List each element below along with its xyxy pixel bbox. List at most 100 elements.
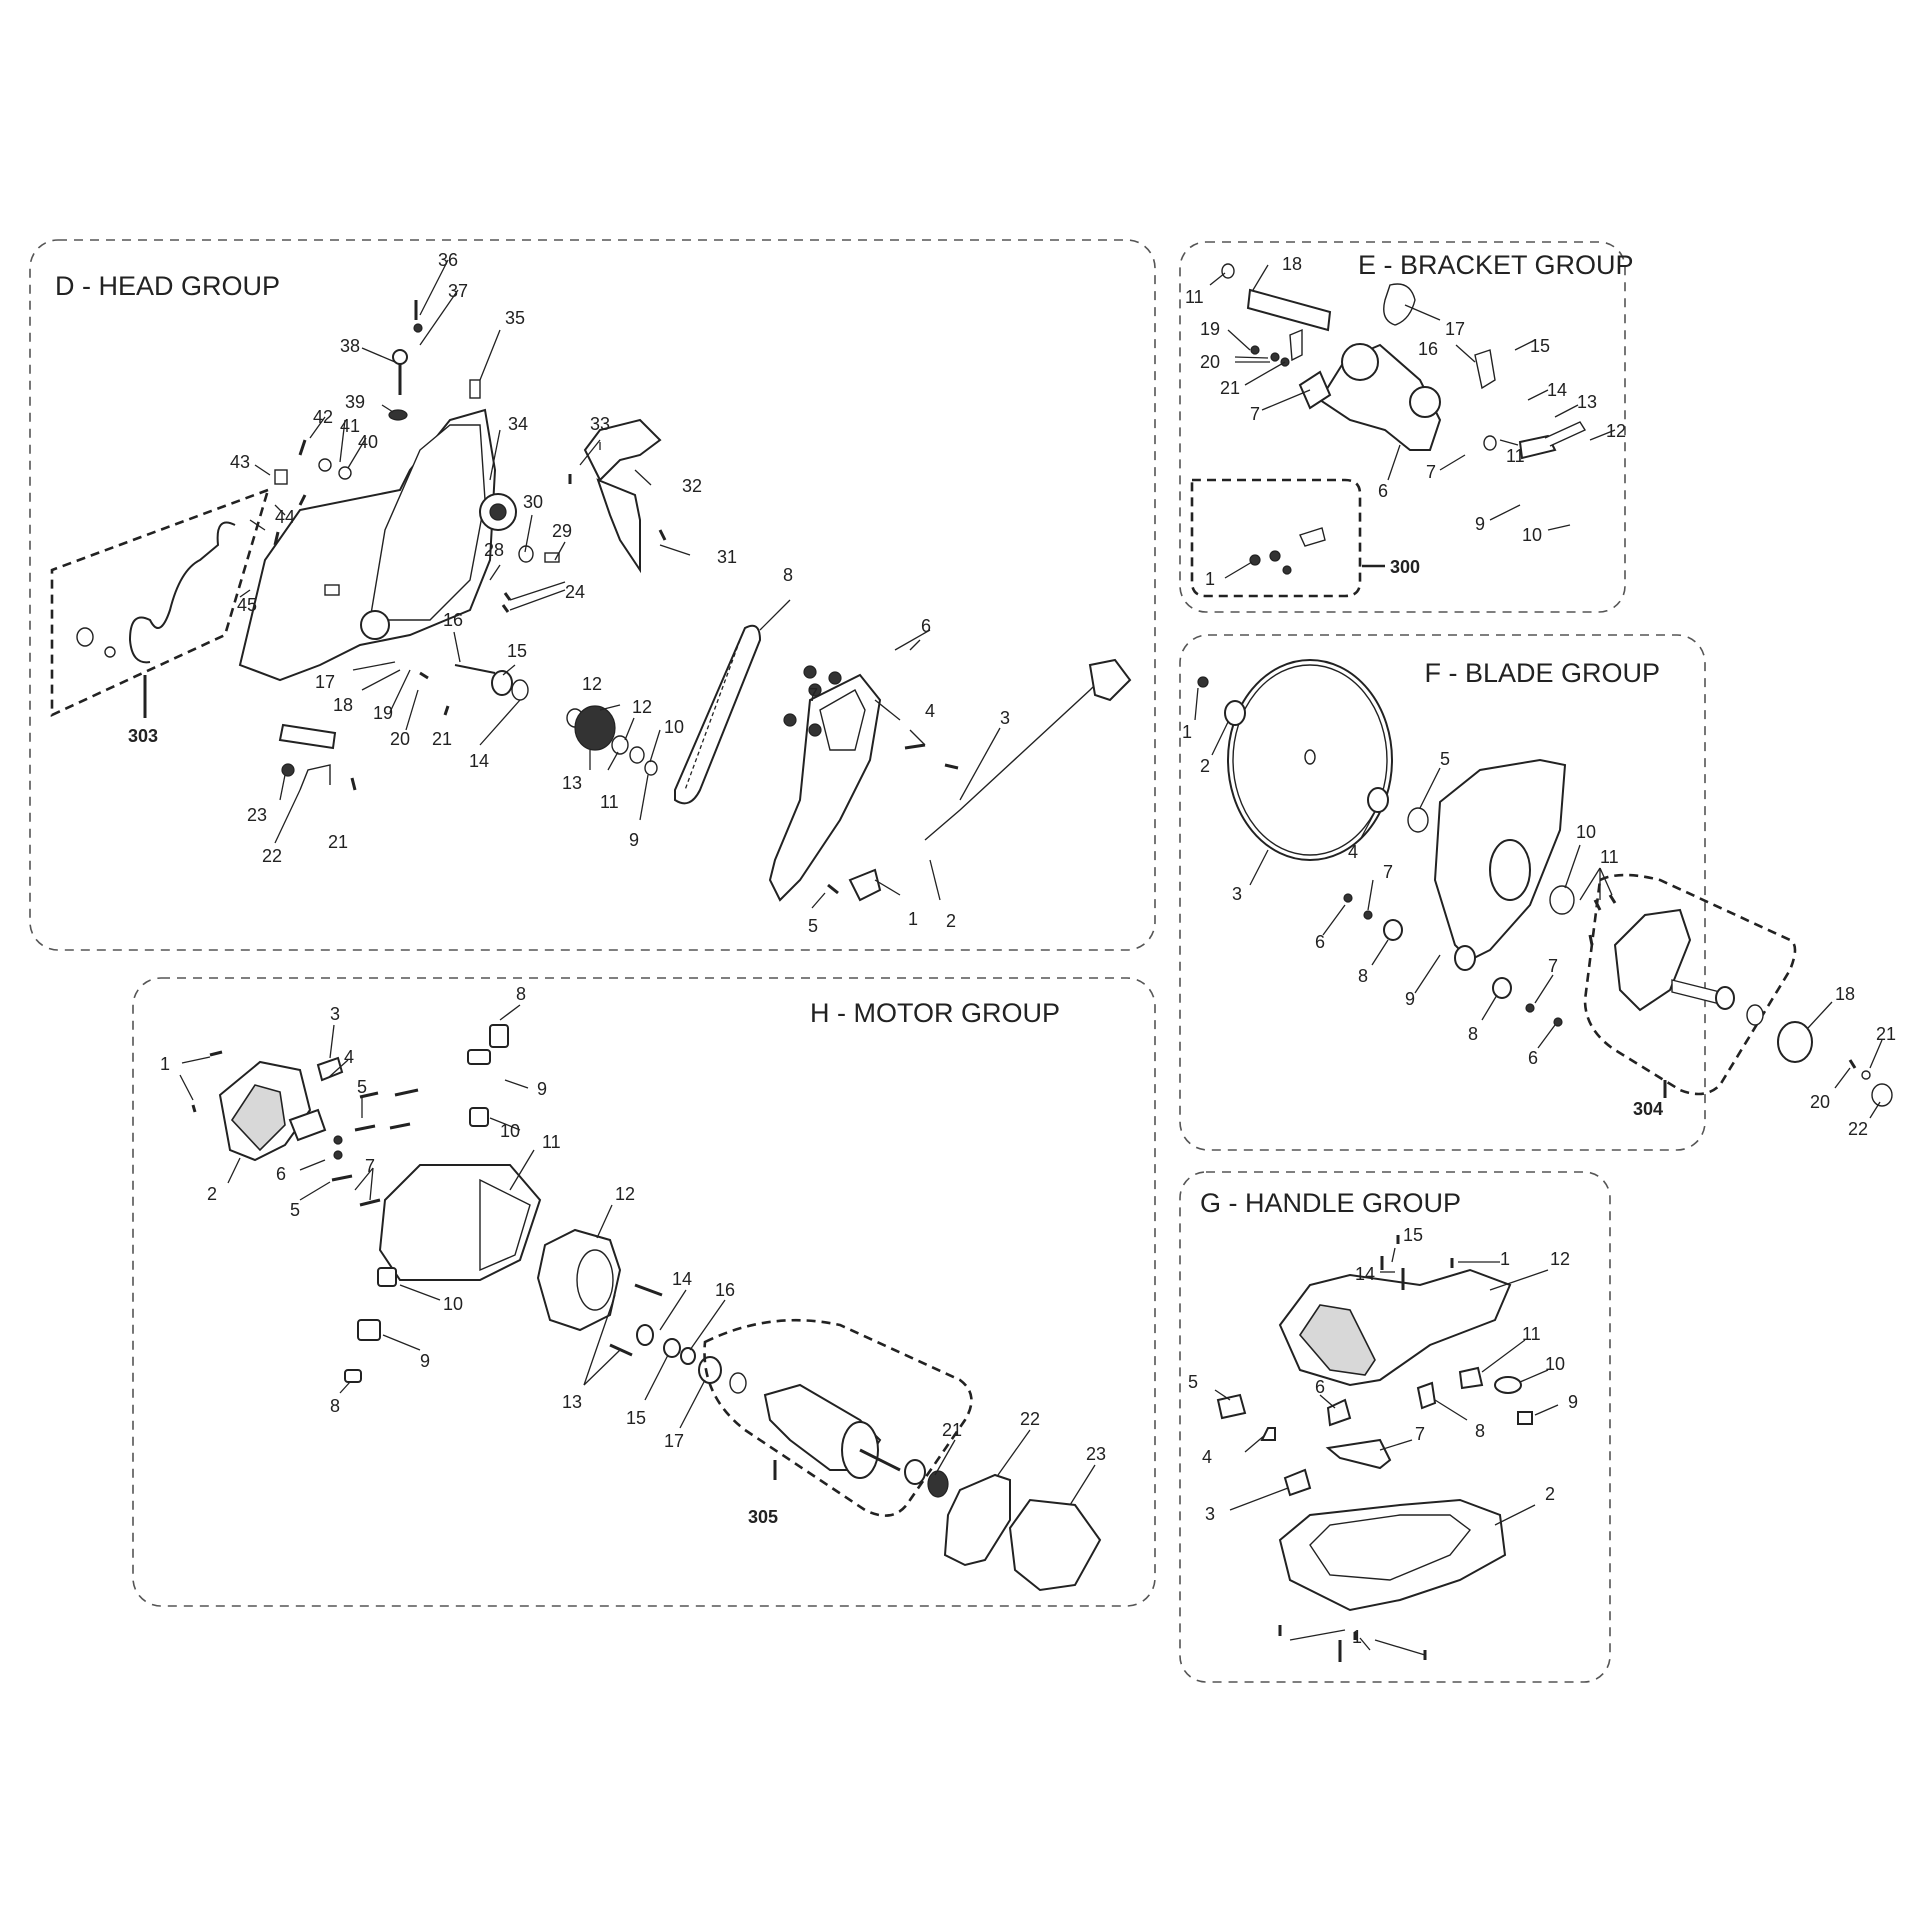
callout-40: 40 [358, 432, 378, 452]
callout-6b: 6 [1528, 1048, 1538, 1068]
callout-1: 1 [908, 909, 918, 929]
bracket-block-part [1298, 370, 1332, 410]
callout-1: 1 [1182, 722, 1192, 742]
callout-11: 11 [1185, 287, 1204, 307]
stator-bore-part [576, 1249, 614, 1311]
callout-12: 12 [1550, 1249, 1570, 1269]
brush-spring-part [377, 1267, 397, 1287]
callout-21: 21 [1220, 378, 1240, 398]
handle-group-callouts: 15 14 1 12 11 10 9 5 6 8 4 7 3 2 1 [1188, 1225, 1578, 1647]
callout-12: 12 [615, 1184, 635, 1204]
bearing-part [698, 1356, 722, 1384]
callout-8: 8 [783, 565, 793, 585]
callout-4: 4 [925, 701, 935, 721]
washer-part [611, 735, 629, 755]
capacitor-part [288, 1108, 327, 1142]
handle-interior-part [1309, 1514, 1471, 1581]
callout-21: 21 [1876, 1024, 1896, 1044]
callout-17: 17 [315, 672, 335, 692]
head-group-callouts: 36 37 38 35 39 42 41 40 43 44 45 34 33 3… [230, 250, 1010, 936]
callout-30: 30 [523, 492, 543, 512]
callout-2: 2 [1545, 1484, 1555, 1504]
callout-8b: 8 [330, 1396, 340, 1416]
led-part [1494, 1376, 1522, 1394]
subassembly-304-frame [1583, 873, 1797, 1096]
callout-33: 33 [590, 414, 610, 434]
callout-3: 3 [330, 1004, 340, 1024]
washer-part [663, 1338, 681, 1358]
callout-23: 22 [262, 846, 282, 866]
motor-group-title: H - MOTOR GROUP [810, 998, 1060, 1028]
brush-part [344, 1369, 362, 1383]
bearing-part [927, 1470, 949, 1498]
blade-group-frame [1179, 634, 1706, 1151]
brush-spring-part [469, 1107, 489, 1127]
subassembly-303-label: 303 [128, 726, 158, 746]
callout-6: 6 [921, 616, 931, 636]
callout-4: 4 [1348, 842, 1358, 862]
callout-12: 12 [1606, 421, 1626, 441]
callout-3: 3 [1000, 708, 1010, 728]
flange-nut-part [1777, 1021, 1813, 1063]
duct-part [583, 418, 662, 482]
callout-14: 14 [672, 1269, 692, 1289]
callout-12b: 12 [632, 697, 652, 717]
head-group-frame [29, 239, 1156, 951]
callout-9b: 9 [420, 1351, 430, 1371]
housing-ribs-part [479, 1178, 531, 1272]
callout-17: 17 [1445, 319, 1465, 339]
callout-20: 20 [1810, 1092, 1830, 1112]
shaft-part [454, 664, 496, 674]
bearing-part [360, 610, 390, 640]
callout-20: 20 [1200, 352, 1220, 372]
motor-group-callouts: 3 8 1 4 9 5 10 11 6 7 5 2 12 14 16 10 9 … [160, 984, 1106, 1464]
housing-casting-part [369, 424, 486, 621]
callout-32: 32 [682, 476, 702, 496]
callout-8: 8 [1358, 966, 1368, 986]
callout-22: 21 [328, 832, 348, 852]
bearing-part [1715, 986, 1735, 1010]
motor-group: H - MOTOR GROUP 305 [132, 977, 1156, 1607]
callout-3: 3 [1232, 884, 1242, 904]
o-ring-part [1407, 807, 1429, 833]
callout-21: 21 [432, 729, 452, 749]
callout-16: 16 [1418, 339, 1438, 359]
guard-boss-part [1489, 839, 1531, 901]
inner-flange-part [1367, 787, 1389, 813]
callout-43: 43 [230, 452, 250, 472]
subassembly-305-label: 305 [748, 1507, 778, 1527]
small-block-part [324, 584, 340, 596]
bracket-group: E - BRACKET GROUP 300 [1179, 241, 1634, 613]
callout-7: 7 [1415, 1424, 1425, 1444]
callout-19: 19 [373, 703, 393, 723]
callout-11: 11 [542, 1132, 561, 1152]
circlip-part [729, 1372, 747, 1394]
washer-part [629, 746, 645, 764]
callout-8: 8 [516, 984, 526, 1004]
guard-roller-part [1454, 945, 1476, 971]
latch-plate-part [1474, 349, 1496, 390]
lever-spring-part [128, 521, 236, 664]
handle-group: G - HANDLE GROUP [1179, 1171, 1611, 1683]
screw-set [273, 300, 959, 895]
callout-9: 9 [1405, 989, 1415, 1009]
callout-34: 34 [508, 414, 528, 434]
screw-part [281, 763, 295, 777]
callout-17: 17 [664, 1431, 684, 1451]
spindle-housing-part [1613, 908, 1692, 1012]
callout-11: 11 [600, 792, 619, 812]
callout-7: 7 [1250, 404, 1260, 424]
callout-7b: 7 [1426, 462, 1436, 482]
washer-part [1383, 919, 1403, 941]
callout-13: 13 [562, 1392, 582, 1412]
torsion-spring-part [1383, 283, 1416, 326]
subassembly-300-label: 300 [1390, 557, 1420, 577]
drive-belt-part [674, 624, 762, 805]
circlip-part [644, 760, 658, 776]
o-ring-part [1549, 885, 1575, 915]
handle-group-leaders [1214, 1247, 1559, 1656]
switch-module-part [1416, 1381, 1437, 1410]
callout-5: 5 [1440, 749, 1450, 769]
callout-1: 1 [1205, 569, 1215, 589]
blade-group-callouts: 1 2 3 4 5 10 11 7 6 8 9 7 8 6 18 21 20 2… [1182, 722, 1896, 1139]
